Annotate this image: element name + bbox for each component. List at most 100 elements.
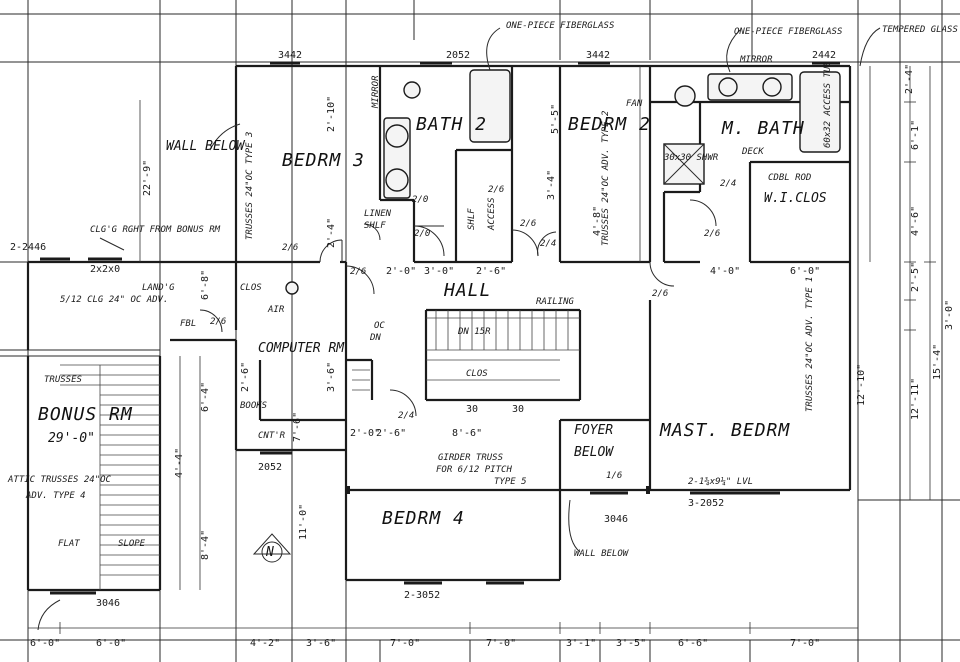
note-tempered-glass: TEMPERED GLASS xyxy=(882,25,958,35)
dim-interior-4: 4'-0" xyxy=(710,266,740,277)
note-slope: SLOPE xyxy=(118,539,146,549)
room-label-bath2: BATH 2 xyxy=(416,114,487,135)
windows xyxy=(40,61,840,595)
note-fiberglass-right: ONE-PIECE FIBERGLASS xyxy=(734,27,843,37)
dim-left-4: 4'-4" xyxy=(174,448,185,478)
dim-interior-8: 2'-0" xyxy=(350,428,380,439)
note-mirror-right: MIRROR xyxy=(739,55,773,65)
window-tag-2052-a: 2052 xyxy=(446,50,470,61)
note-trusses-bedroom3: TRUSSES 24"OC TYPE 3 xyxy=(245,132,255,240)
window-tag-3442-b: 3442 xyxy=(586,50,610,61)
room-label-hall: HALL xyxy=(443,280,491,301)
dim-bottom-9: 6'-6" xyxy=(678,638,708,649)
note-down-stair: DN 15R xyxy=(457,327,491,337)
dim-left-1: 22'-9" xyxy=(142,160,153,196)
window-tag-3046-foyer: 3046 xyxy=(604,514,628,525)
window-tag-3442-a: 3442 xyxy=(278,50,302,61)
window-tag-2-2446: 2-2446 xyxy=(10,242,46,253)
note-girder-truss-type: TYPE 5 xyxy=(494,477,527,487)
room-label-master-bath: M. BATH xyxy=(721,118,805,139)
note-shower-unit: 30x30 SHWR xyxy=(663,153,719,163)
dim-bottom-2: 6'-0" xyxy=(96,638,126,649)
dim-interior-14: 3'-4" xyxy=(546,170,557,200)
dim-bottom-10: 7'-0" xyxy=(790,638,820,649)
door-tag-6: 2/6 xyxy=(652,289,668,299)
note-double-rod: CDBL ROD xyxy=(768,173,811,183)
window-tag-3046-bonus: 3046 xyxy=(96,598,120,609)
window-tag-30-a: 30 xyxy=(466,404,478,415)
dim-bottom-3: 4'-2" xyxy=(250,638,280,649)
dim-bottom-6: 7'-0" xyxy=(486,638,516,649)
dim-bottom-5: 7'-0" xyxy=(390,638,420,649)
note-fan: FAN xyxy=(626,99,643,109)
note-trusses-bonus: TRUSSES xyxy=(44,375,83,385)
window-tag-2x2: 2x2x0 xyxy=(90,264,120,275)
door-tag-1: 2/6 xyxy=(282,243,298,253)
window-tag-2-3052: 2-3052 xyxy=(404,590,440,601)
room-label-bedroom3: BEDRM 3 xyxy=(282,150,365,171)
room-label-bedroom2: BEDRM 2 xyxy=(568,114,651,135)
note-wall-below-top: WALL BELOW xyxy=(166,139,245,154)
dim-interior-18: 2'-6" xyxy=(240,362,251,392)
door-tag-11: 2/6 xyxy=(210,317,226,327)
dim-left-5: 8'-4" xyxy=(200,530,211,560)
room-label-foyer: FOYER xyxy=(574,423,613,438)
door-tag-8: 2/6 xyxy=(350,267,366,277)
note-bonus-size: 29'-0" xyxy=(48,431,95,446)
door-tag-12: 2/6 xyxy=(488,185,504,195)
fixtures xyxy=(285,69,841,494)
note-shelf: SHLF xyxy=(467,208,477,230)
note-ceiling-slope: 5/12 CLG 24" OC ADV. xyxy=(60,295,168,305)
dim-interior-1: 2'-0" xyxy=(386,266,416,277)
note-beam: 2-1¾x9¼" LVL xyxy=(688,477,753,487)
note-railing: RAILING xyxy=(536,297,575,307)
dim-interior-2: 3'-0" xyxy=(424,266,454,277)
dim-right-4: 2'-5" xyxy=(910,262,921,292)
note-dn: DN xyxy=(369,333,381,343)
dim-interior-16: 12'-10" xyxy=(856,364,867,406)
note-fiberglass-left: ONE-PIECE FIBERGLASS xyxy=(506,21,615,31)
room-label-bonus-room: BONUS RM xyxy=(38,404,133,425)
note-air-handler: AIR xyxy=(267,305,285,315)
dim-interior-9: 11'-0" xyxy=(298,504,309,540)
dim-interior-10: 2'-4" xyxy=(326,218,337,248)
note-ceiling-right: CLG'G RGHT FROM BONUS RM xyxy=(90,225,221,235)
dim-bottom-8: 3'-5" xyxy=(616,638,646,649)
door-tag-3: 2/6 xyxy=(520,219,536,229)
dim-bottom-4: 3'-6" xyxy=(306,638,336,649)
dim-interior-13: 4'-8" xyxy=(592,206,603,236)
dim-right-5: 3'-0" xyxy=(944,300,955,330)
room-label-linen-shelf: SHLF xyxy=(364,221,386,231)
note-fbl: FBL xyxy=(180,319,196,329)
window-tag-30-b: 30 xyxy=(512,404,524,415)
dim-interior-5: 6'-0" xyxy=(790,266,820,277)
dim-right-3: 4'-6" xyxy=(910,206,921,236)
dim-interior-15: 7'-6" xyxy=(292,412,303,442)
dim-interior-6: 8'-6" xyxy=(452,428,482,439)
door-tag-10: 2/0 xyxy=(412,195,428,205)
north-arrow-label: N xyxy=(265,545,274,560)
window-tag-2442: 2442 xyxy=(812,50,836,61)
dim-right-1: 2'-4" xyxy=(904,64,915,94)
note-girder-truss: GIRDER TRUSS xyxy=(438,453,504,463)
dim-bottom-1: 6'-0" xyxy=(30,638,60,649)
door-swings xyxy=(199,199,717,417)
dim-interior-7: 2'-6" xyxy=(376,428,406,439)
dim-right-2: 6'-1" xyxy=(910,120,921,150)
note-access-tub: ACCESS xyxy=(487,197,497,231)
note-wall-below-bottom: WALL BELOW xyxy=(574,549,630,559)
room-label-closet-left: CLOS xyxy=(240,283,262,293)
north-arrow xyxy=(252,533,292,563)
room-label-master-bedroom: MAST. BEDRM xyxy=(659,420,790,441)
door-tag-9: 2/4 xyxy=(398,411,414,421)
note-trusses-master: TRUSSES 24"OC ADV. TYPE 1 xyxy=(805,277,815,412)
dim-left-2: 6'-8" xyxy=(200,270,211,300)
room-label-landing: LAND'G xyxy=(142,283,175,293)
window-tag-2052-computer: 2052 xyxy=(258,462,282,473)
note-tub-unit: 60x32 ACCESS TUB xyxy=(823,61,833,148)
dim-left-3: 6'-4" xyxy=(200,382,211,412)
note-attic-trusses: ATTIC TRUSSES 24"OC xyxy=(7,475,112,485)
door-tag-4: 2/4 xyxy=(540,239,556,249)
